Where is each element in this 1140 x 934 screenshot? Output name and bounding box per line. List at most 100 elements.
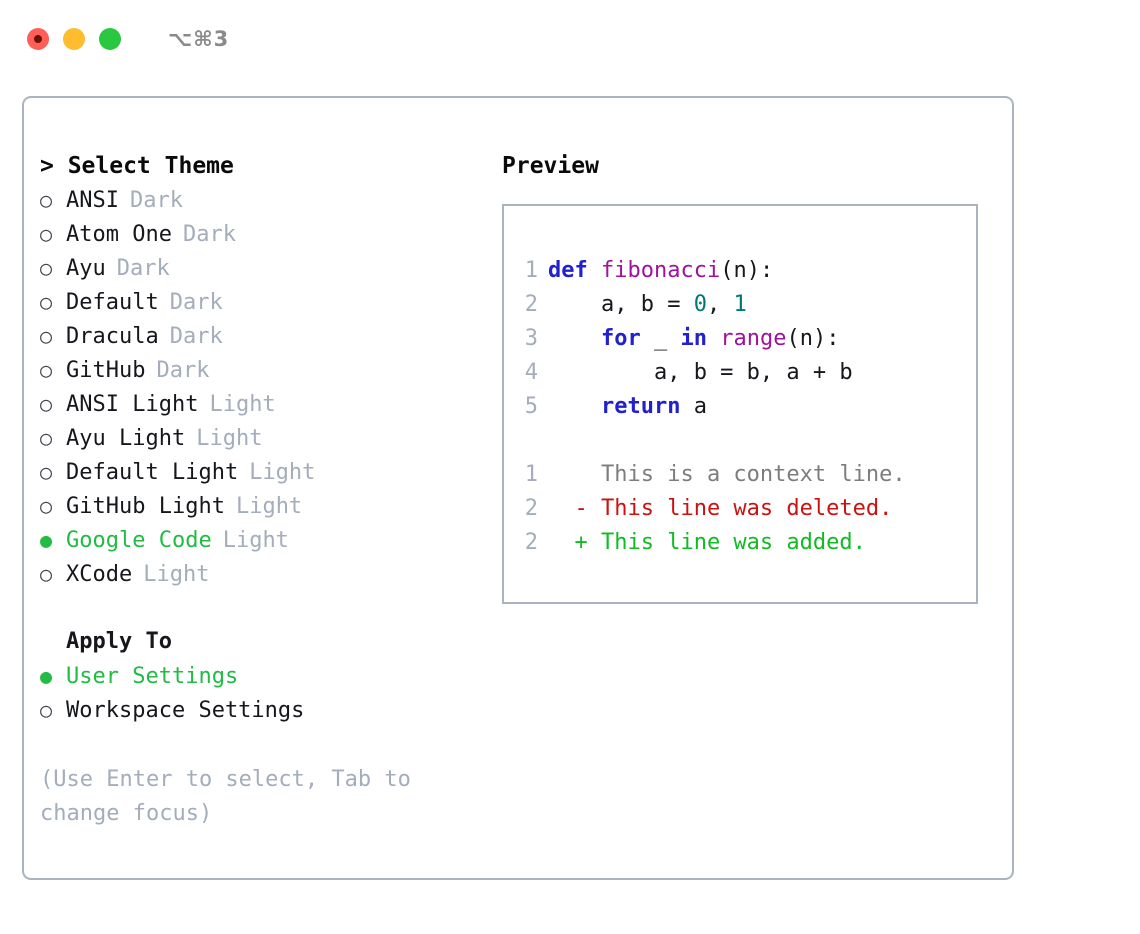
- theme-name: GitHub: [66, 358, 146, 383]
- list-spacer: [40, 591, 490, 625]
- line-number: 5: [524, 394, 538, 419]
- theme-name: GitHub Light: [66, 494, 225, 519]
- diff-line: 1 This is a context line.: [516, 458, 970, 492]
- code-token-fn: fibonacci: [600, 258, 721, 283]
- code-line: 3 for _ in range(n):: [516, 322, 970, 356]
- diff-sample-lines: 1 This is a context line.2 - This line w…: [516, 458, 970, 560]
- code-line-text: for _ in range(n):: [548, 326, 839, 351]
- theme-variant-badge: Light: [249, 460, 316, 485]
- apply-to-option-list: ● User Settings ○Workspace Settings: [40, 659, 490, 727]
- theme-variant-badge: Dark: [156, 358, 210, 383]
- code-diff-gap: [516, 424, 970, 458]
- theme-variant-badge: Dark: [169, 290, 223, 315]
- code-line-text: def fibonacci(n):: [548, 258, 773, 283]
- code-line: 5 return a: [516, 390, 970, 424]
- help-line-1: (Use Enter to select, Tab to: [40, 767, 411, 792]
- line-number: 2: [524, 496, 538, 521]
- code-token-kw: for: [600, 326, 641, 351]
- radio-unselected-icon: ○: [40, 698, 53, 722]
- apply-to-option-label: User Settings: [66, 664, 239, 689]
- close-button-icon[interactable]: [27, 28, 49, 50]
- radio-unselected-icon: ○: [40, 222, 53, 246]
- radio-selected-icon: ●: [40, 664, 53, 688]
- line-number: 2: [524, 292, 538, 317]
- code-token-pl: a, b =: [548, 292, 694, 317]
- keyboard-shortcut-label: ⌥⌘3: [168, 27, 230, 51]
- line-number: 2: [524, 530, 538, 555]
- diff-line: 2 + This line was added.: [516, 526, 970, 560]
- code-line: 1 def fibonacci(n):: [516, 254, 970, 288]
- code-token-pl: ,: [706, 292, 734, 317]
- theme-variant-badge: Dark: [116, 256, 170, 281]
- theme-name: Ayu Light: [66, 426, 186, 451]
- code-line-text: a, b = b, a + b: [548, 360, 853, 385]
- theme-name: ANSI Light: [66, 392, 199, 417]
- line-number: 4: [524, 360, 538, 385]
- code-token-fn: range: [720, 326, 787, 351]
- theme-variant-badge: Light: [235, 494, 303, 519]
- radio-unselected-icon: ○: [40, 426, 53, 450]
- apply-to-option[interactable]: ● User Settings: [40, 659, 490, 693]
- code-token-pl: [548, 394, 601, 419]
- code-token-pl: a, b = b, a + b: [548, 360, 853, 385]
- radio-selected-icon: ●: [40, 528, 53, 552]
- diff-line-text: This is a context line.: [548, 462, 906, 487]
- window-titlebar: ⌥⌘3: [0, 0, 1140, 78]
- theme-list-item[interactable]: ○ XCode Light: [40, 557, 490, 591]
- code-line-text: return a: [548, 394, 707, 419]
- theme-name: Dracula: [66, 324, 159, 349]
- theme-variant-badge: Dark: [182, 222, 236, 247]
- traffic-light-group: [27, 28, 121, 50]
- radio-unselected-icon: ○: [40, 562, 53, 586]
- theme-list-item[interactable]: ○ Default Dark: [40, 285, 490, 319]
- apply-to-option[interactable]: ○Workspace Settings: [40, 693, 490, 727]
- radio-unselected-icon: ○: [40, 290, 53, 314]
- diff-line-text: - This line was deleted.: [548, 496, 893, 521]
- diff-line-text: + This line was added.: [548, 530, 866, 555]
- theme-list-item[interactable]: ○ Atom One Dark: [40, 217, 490, 251]
- apply-to-section-title: Apply To: [40, 625, 490, 659]
- maximize-button-icon[interactable]: [99, 28, 121, 50]
- help-line-2: change focus): [40, 801, 213, 826]
- theme-variant-badge: Light: [143, 562, 210, 587]
- radio-unselected-icon: ○: [40, 324, 53, 348]
- radio-unselected-icon: ○: [40, 188, 53, 212]
- line-number: 3: [524, 326, 538, 351]
- theme-name: ANSI: [66, 188, 119, 213]
- minimize-button-icon[interactable]: [63, 28, 85, 50]
- code-token-kw: def: [548, 258, 601, 283]
- theme-name: XCode: [66, 562, 133, 587]
- code-token-pl: a: [680, 394, 707, 419]
- code-token-pl: [548, 326, 601, 351]
- theme-name: Default: [66, 290, 159, 315]
- radio-unselected-icon: ○: [40, 256, 53, 280]
- code-token-kw: in: [680, 326, 707, 351]
- help-text: (Use Enter to select, Tab to change focu…: [40, 763, 450, 831]
- theme-name: Atom One: [66, 222, 172, 247]
- diff-line: 2 - This line was deleted.: [516, 492, 970, 526]
- code-token-pl: (n):: [786, 326, 840, 351]
- code-token-pl: _: [640, 326, 681, 351]
- code-line: 2 a, b = 0, 1: [516, 288, 970, 322]
- theme-name: Default Light: [66, 460, 239, 485]
- code-token-num: 1: [733, 292, 747, 317]
- radio-unselected-icon: ○: [40, 392, 53, 416]
- theme-picker-header: > Select Theme: [40, 153, 234, 179]
- line-number: 1: [524, 258, 538, 283]
- apply-to-label: Apply To: [66, 629, 172, 654]
